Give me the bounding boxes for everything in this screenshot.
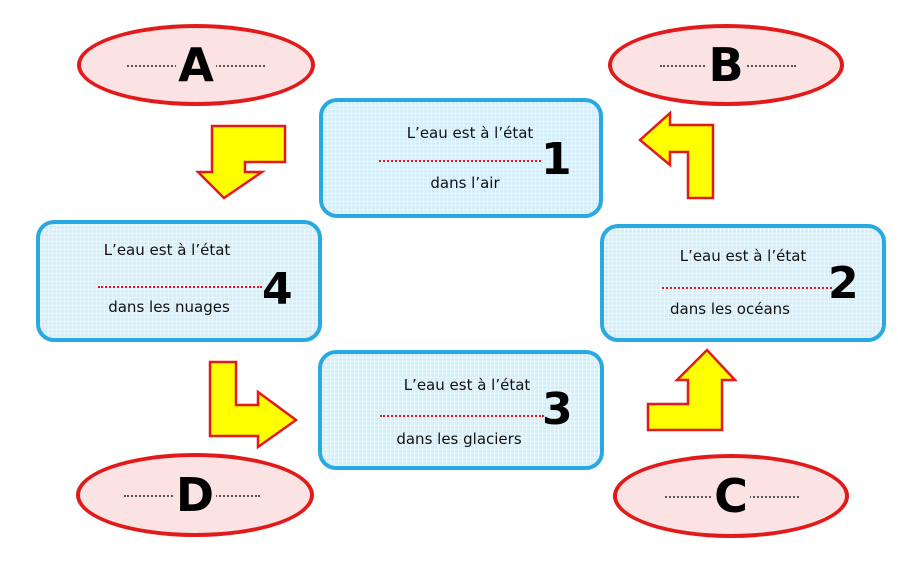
ellipse-letter-b: B — [706, 38, 746, 92]
box-blank-line — [98, 286, 262, 288]
box-line1: L’eau est à l’état — [679, 247, 807, 265]
ellipse-a: A — [77, 24, 315, 106]
ellipse-d: D — [76, 453, 314, 537]
box-number: 2 — [828, 258, 859, 309]
box-blank-line — [380, 415, 544, 417]
box-blank-line — [379, 160, 541, 162]
box-line1: L’eau est à l’état — [403, 376, 531, 394]
ellipse-letter-d: D — [173, 468, 217, 522]
arrow-4-to-d — [208, 360, 299, 450]
box-line1: L’eau est à l’état — [103, 241, 231, 259]
box-number: 1 — [541, 134, 572, 185]
box-blank-line — [662, 287, 832, 289]
ellipse-letter-a: A — [176, 38, 216, 92]
arrow-c-to-2 — [646, 348, 738, 432]
box-1: L’eau est à l’état 1 dans l’air — [319, 98, 603, 218]
box-line2: dans les glaciers — [396, 430, 522, 448]
ellipse-b: B — [608, 24, 844, 106]
box-4: L’eau est à l’état 4 dans les nuages — [36, 220, 322, 342]
box-2: L’eau est à l’état 2 dans les océans — [600, 224, 886, 342]
box-line1: L’eau est à l’état — [406, 124, 534, 142]
box-3: L’eau est à l’état 3 dans les glaciers — [318, 350, 604, 470]
box-number: 3 — [542, 384, 573, 435]
box-number: 4 — [262, 264, 293, 315]
box-line2: dans les nuages — [108, 298, 230, 316]
arrow-a-to-4 — [194, 124, 287, 200]
box-line2: dans les océans — [670, 300, 790, 318]
ellipse-c: C — [613, 454, 849, 538]
arrow-2-to-b — [638, 110, 715, 200]
ellipse-letter-c: C — [712, 469, 750, 523]
box-line2: dans l’air — [430, 174, 500, 192]
